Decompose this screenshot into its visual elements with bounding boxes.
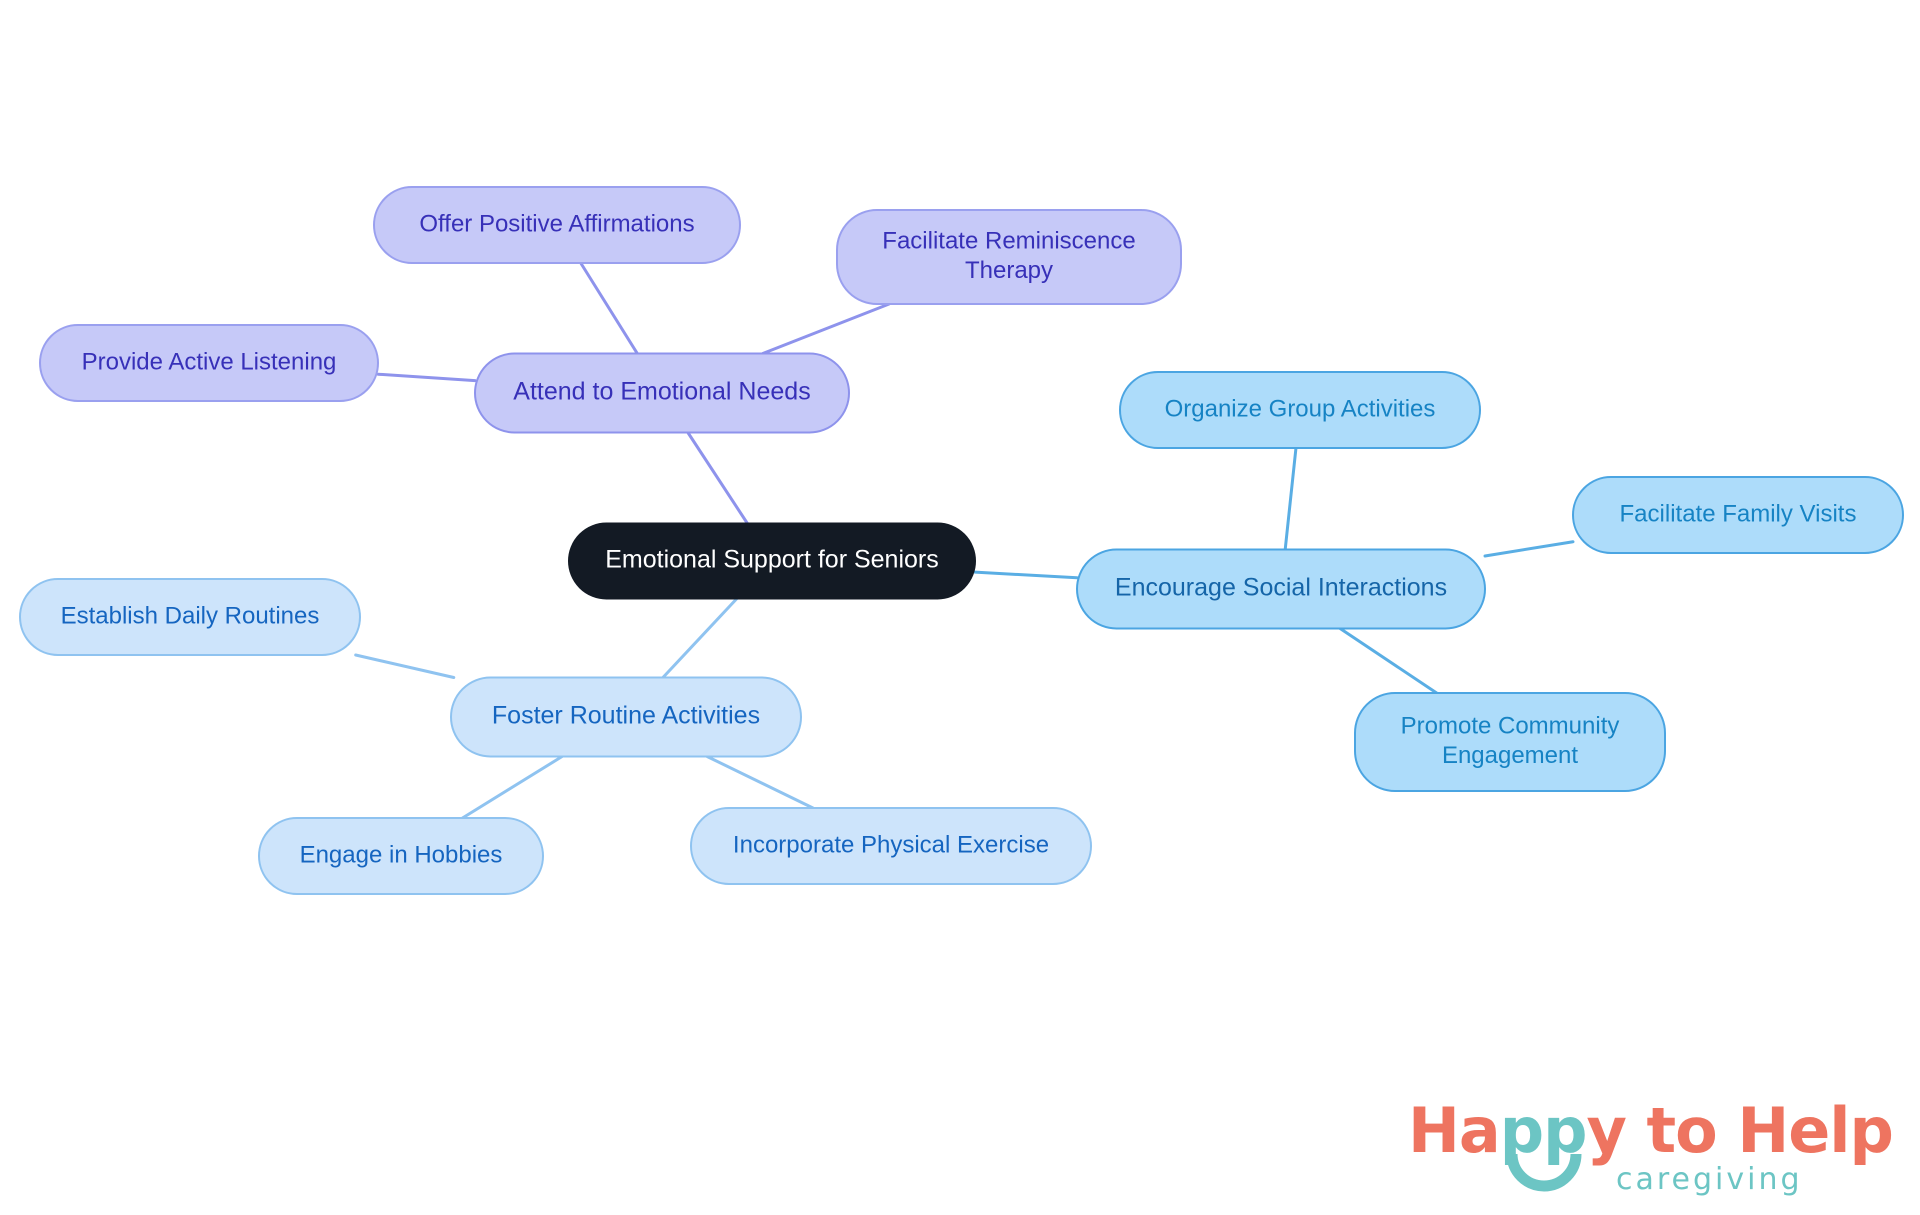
branch-emotional-needs[interactable]: Attend to Emotional Needs bbox=[474, 352, 850, 434]
connector-line bbox=[973, 570, 1079, 580]
node-shape bbox=[474, 352, 850, 434]
node-shape bbox=[1354, 692, 1666, 792]
node-label: Emotional Support for Seniors bbox=[605, 546, 939, 574]
node-shape bbox=[568, 522, 976, 600]
logo-text-pp: pp bbox=[1499, 1094, 1588, 1167]
logo-text-y: y bbox=[1586, 1094, 1627, 1167]
node-label: Promote Community bbox=[1401, 712, 1620, 739]
logo-text-to-help: to Help bbox=[1625, 1094, 1894, 1167]
node-label: Therapy bbox=[965, 257, 1053, 284]
leaf-family-visits[interactable]: Facilitate Family Visits bbox=[1572, 476, 1904, 554]
node-label: Foster Routine Activities bbox=[492, 702, 760, 730]
node-label: Encourage Social Interactions bbox=[1115, 574, 1447, 602]
brand-logo: Happy to Help caregiving bbox=[1408, 1100, 1908, 1210]
node-label: Engage in Hobbies bbox=[300, 841, 503, 868]
branch-routine-activities[interactable]: Foster Routine Activities bbox=[450, 676, 802, 758]
connector-line bbox=[354, 653, 456, 679]
connector-line bbox=[661, 597, 739, 679]
node-shape bbox=[258, 817, 544, 895]
leaf-active-listening[interactable]: Provide Active Listening bbox=[39, 324, 379, 402]
node-label: Facilitate Family Visits bbox=[1620, 500, 1857, 527]
smile-icon bbox=[1506, 1153, 1582, 1192]
leaf-positive-affirmations[interactable]: Offer Positive Affirmations bbox=[373, 186, 741, 264]
connector-line bbox=[461, 755, 564, 820]
node-shape bbox=[1572, 476, 1904, 554]
connector-lines-group bbox=[354, 261, 1575, 820]
logo-subtitle: caregiving bbox=[1616, 1162, 1803, 1197]
leaf-physical-exercise[interactable]: Incorporate Physical Exercise bbox=[690, 807, 1092, 885]
leaf-group-activities[interactable]: Organize Group Activities bbox=[1119, 371, 1481, 449]
root-node[interactable]: Emotional Support for Seniors bbox=[568, 522, 976, 600]
node-label: Offer Positive Affirmations bbox=[419, 210, 694, 237]
connector-line bbox=[686, 431, 749, 525]
branch-social-interactions[interactable]: Encourage Social Interactions bbox=[1076, 548, 1486, 630]
leaf-hobbies[interactable]: Engage in Hobbies bbox=[258, 817, 544, 895]
node-label: Establish Daily Routines bbox=[61, 602, 320, 629]
node-shape bbox=[1119, 371, 1481, 449]
node-shape bbox=[19, 578, 361, 656]
node-shape bbox=[690, 807, 1092, 885]
node-shape bbox=[39, 324, 379, 402]
node-shape bbox=[836, 209, 1182, 305]
connector-line bbox=[579, 261, 639, 355]
connector-line bbox=[1283, 446, 1298, 551]
leaf-daily-routines[interactable]: Establish Daily Routines bbox=[19, 578, 361, 656]
node-label: Engagement bbox=[1442, 742, 1578, 769]
node-label: Organize Group Activities bbox=[1165, 395, 1436, 422]
connector-line bbox=[1338, 627, 1439, 695]
node-label: Provide Active Listening bbox=[82, 348, 337, 375]
node-label: Incorporate Physical Exercise bbox=[733, 831, 1049, 858]
node-label: Facilitate Reminiscence bbox=[882, 227, 1135, 254]
connector-line bbox=[761, 302, 891, 355]
connector-line bbox=[705, 755, 815, 810]
node-label: Attend to Emotional Needs bbox=[513, 378, 810, 406]
connector-line bbox=[1483, 540, 1575, 558]
logo-wordmark: Happy to Help bbox=[1408, 1100, 1894, 1162]
node-shape bbox=[450, 676, 802, 758]
node-shape bbox=[1076, 548, 1486, 630]
node-shape bbox=[373, 186, 741, 264]
connector-line bbox=[376, 372, 477, 383]
logo-text-ha: Ha bbox=[1408, 1094, 1501, 1167]
